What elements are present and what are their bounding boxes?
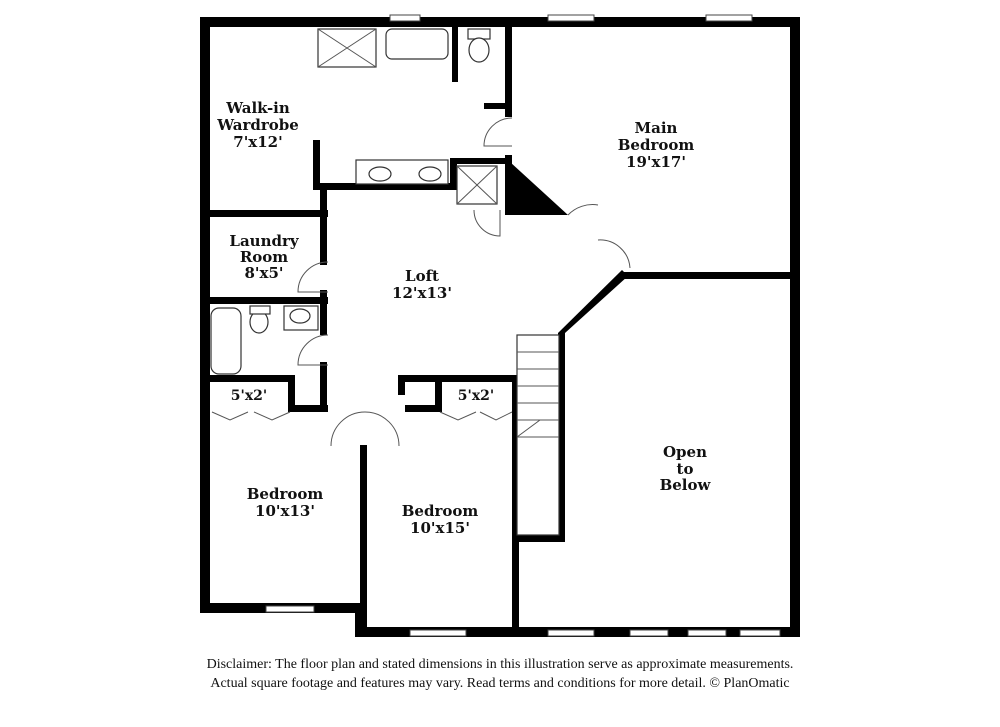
main-bedroom-name-line2: Bedroom [618,136,695,154]
laundry-name-line2: Room [240,248,288,266]
doors [211,117,631,447]
laundry-name-line1: Laundry [229,232,299,250]
closet-right-dims: 5'x2' [458,388,494,404]
fixtures [210,28,560,536]
bedroom-left-dims: 10'x13' [255,502,315,520]
walkin-name-line2: Wardrobe [216,116,299,134]
open-below-line2: to [677,460,694,478]
bedroom-middle-name: Bedroom [402,502,479,520]
loft-name: Loft [405,267,439,285]
open-below-line1: Open [663,443,707,461]
loft-dims: 12'x13' [392,284,452,302]
closet-left-dims: 5'x2' [231,388,267,404]
main-bedroom-dims: 19'x17' [626,153,686,171]
main-bedroom-name-line1: Main [635,119,678,137]
bedroom-middle-dims: 10'x15' [410,519,470,537]
disclaimer: Disclaimer: The floor plan and stated di… [0,655,1000,693]
walkin-dims: 7'x12' [233,133,282,151]
stairs [516,334,560,536]
bedroom-left-name: Bedroom [247,485,324,503]
windows [265,14,781,637]
laundry-dims: 8'x5' [244,264,283,282]
disclaimer-line1: Disclaimer: The floor plan and stated di… [206,657,794,672]
open-below-line3: Below [660,476,712,494]
walkin-name-line1: Walk-in [225,99,290,117]
disclaimer-line2: Actual square footage and features may v… [210,676,790,691]
room-labels: Walk-in Wardrobe 7'x12' Main Bedroom 19'… [216,99,711,537]
